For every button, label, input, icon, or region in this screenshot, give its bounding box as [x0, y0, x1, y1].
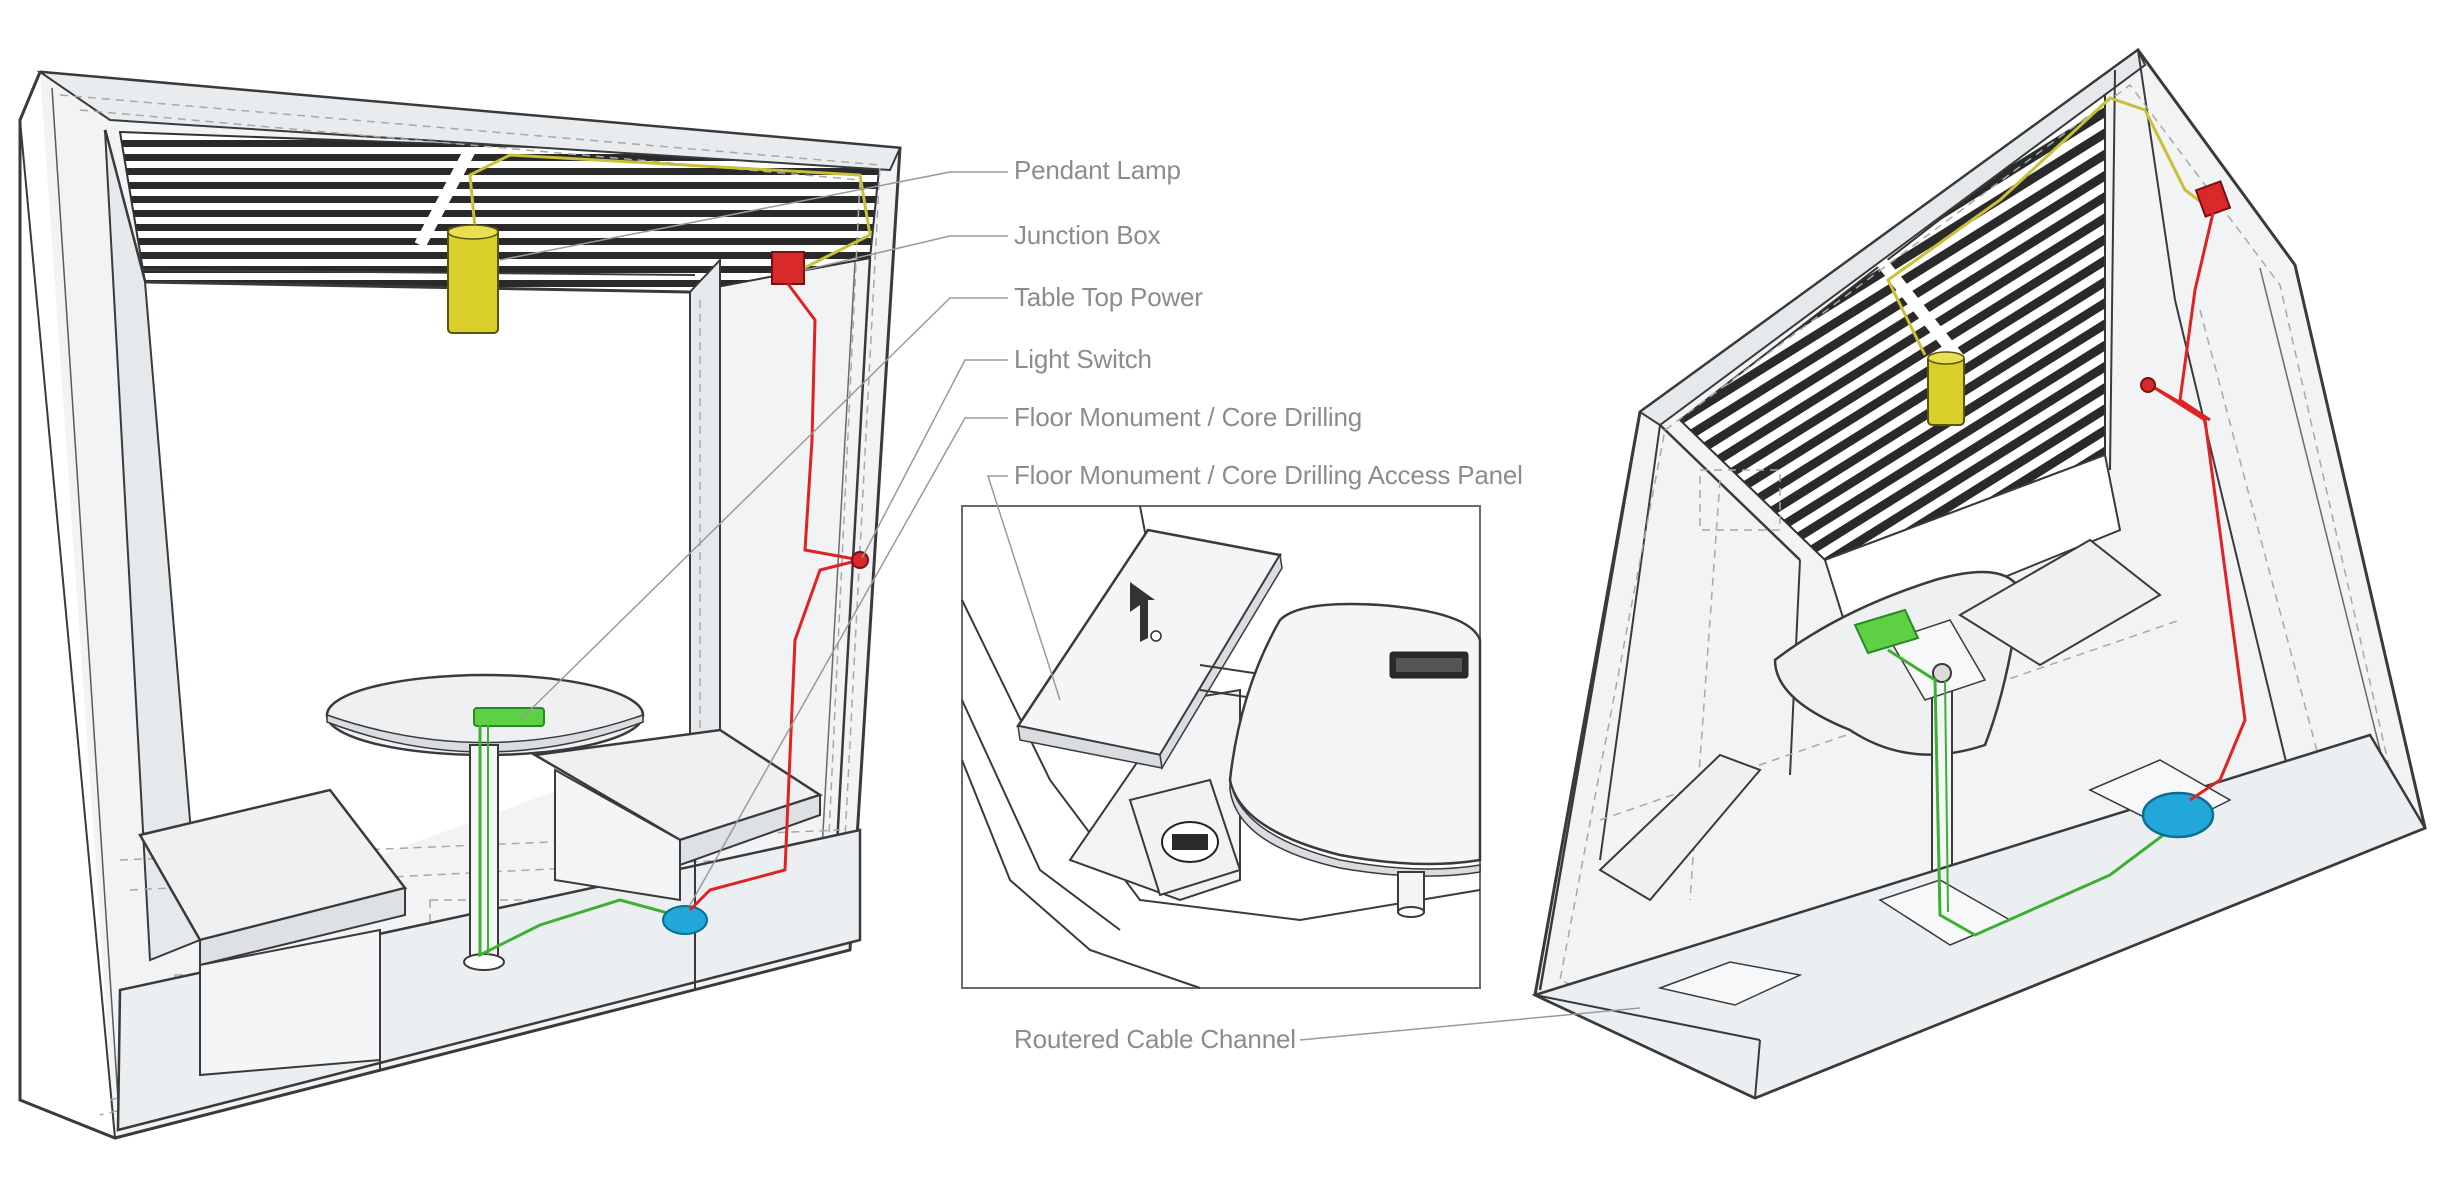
leader-junction-box — [804, 235, 1008, 271]
left-booth — [18, 70, 902, 1140]
right-booth-bench — [1598, 753, 1762, 902]
leader-access-panel — [986, 475, 1061, 701]
left-junction-box — [771, 251, 805, 285]
label-routered-cable-channel: Routered Cable Channel — [1014, 1024, 1296, 1054]
right-junction-box — [2194, 180, 2232, 218]
left-booth-opening — [145, 282, 690, 930]
left-lamp-cable — [468, 153, 872, 272]
left-data-cable — [478, 725, 676, 958]
access-panel-lid — [1015, 528, 1283, 771]
label-pendant-lamp: Pendant Lamp — [1014, 155, 1181, 185]
right-bench — [531, 728, 823, 902]
label-floor-monument: Floor Monument / Core Drilling — [1014, 402, 1363, 432]
inset-table — [1228, 602, 1482, 918]
left-bench — [138, 788, 408, 1077]
right-pendant-lamp — [1927, 351, 1965, 426]
label-junction-box: Junction Box — [1014, 220, 1161, 250]
right-booth — [1531, 47, 2427, 1100]
left-pendant-lamp — [447, 224, 499, 334]
right-lamp-cable — [1886, 96, 2206, 356]
left-floor-monument — [662, 905, 708, 935]
leader-floor-monument — [689, 417, 1008, 906]
leader-pendant-lamp — [499, 171, 1008, 261]
leader-table-top-power — [519, 297, 1008, 721]
inset-detail — [961, 505, 1482, 989]
left-light-switch — [851, 551, 869, 569]
left-power-cable — [688, 283, 861, 912]
right-light-switch — [2140, 377, 2156, 393]
label-light-switch: Light Switch — [1014, 344, 1152, 374]
lift-arrow-icon — [1130, 582, 1155, 642]
label-access-panel: Floor Monument / Core Drilling Access Pa… — [1014, 460, 1523, 490]
right-floor-monument — [2141, 791, 2215, 839]
leader-lines — [499, 171, 1641, 1041]
label-table-top-power: Table Top Power — [1014, 282, 1203, 312]
right-data-cable — [1887, 648, 2171, 937]
right-table-top-power — [1853, 608, 1920, 655]
leader-light-switch — [861, 359, 1008, 559]
left-table-top-power — [473, 707, 545, 727]
leader-routered-cable-channel — [1299, 1007, 1641, 1041]
